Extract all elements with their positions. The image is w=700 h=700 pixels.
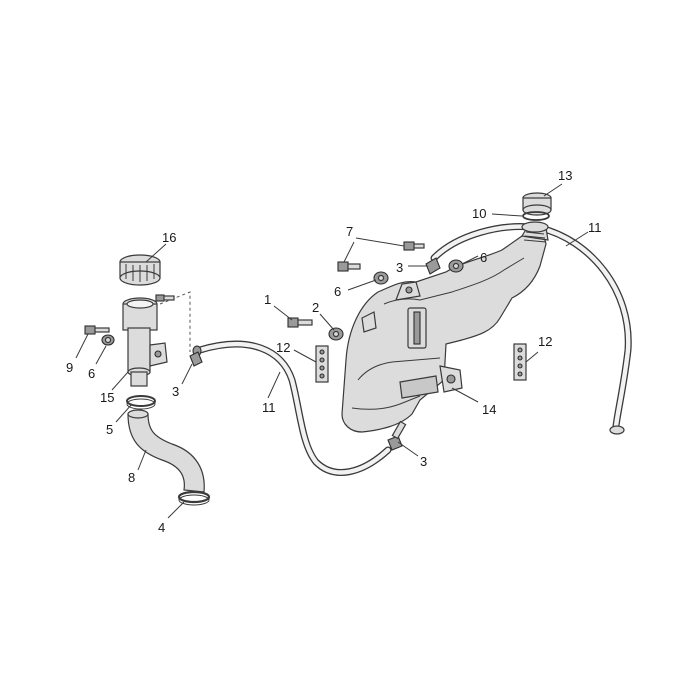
callout-labels: 16 9 6 15 5 8 4 3 11 1 2 12 7 6 3 6 10 1… (66, 168, 602, 535)
filler-neck-15 (122, 297, 168, 387)
callout-8: 8 (128, 470, 135, 485)
callout-7: 7 (346, 224, 353, 239)
grommet-6-right (448, 259, 464, 273)
callout-5: 5 (106, 422, 113, 437)
clamp-5 (126, 395, 156, 410)
clip-3-upper (425, 257, 441, 275)
callout-6-right: 6 (480, 250, 487, 265)
filler-cap-16 (119, 254, 161, 286)
grommet-2 (328, 327, 344, 341)
pad-12-right (513, 343, 527, 381)
hose-11-left (196, 340, 392, 476)
callout-11-right: 11 (588, 220, 602, 235)
callout-3-left: 3 (172, 384, 179, 399)
callout-16: 16 (162, 230, 176, 245)
hose-11-right (430, 223, 632, 430)
screw-left (155, 294, 175, 302)
callout-13: 13 (558, 168, 572, 183)
bolt-9 (84, 325, 110, 335)
callout-4: 4 (158, 520, 165, 535)
hose-end-clip-right (609, 425, 625, 435)
callout-11-left: 11 (262, 400, 276, 415)
callout-14: 14 (482, 402, 496, 417)
callout-6-mid: 6 (334, 284, 341, 299)
hose-8 (127, 409, 205, 493)
bolt-7b (337, 261, 361, 272)
bolt-7 (403, 241, 425, 251)
callout-12-right: 12 (538, 334, 552, 349)
callout-12-left: 12 (276, 340, 290, 355)
callout-1: 1 (264, 292, 271, 307)
reservoir-tank-14 (341, 221, 549, 433)
clip-3-left (189, 351, 203, 367)
callout-2: 2 (312, 300, 319, 315)
alignment-line (159, 291, 191, 352)
grommet-6-mid (373, 271, 389, 285)
callout-10: 10 (472, 206, 486, 221)
bolt-1 (287, 317, 313, 328)
grommet-6-left (101, 334, 115, 346)
seal-ring-10 (522, 211, 550, 221)
callout-3-lower: 3 (420, 454, 427, 469)
clamp-4 (177, 490, 211, 506)
leader-lines (75, 183, 589, 519)
pad-12-left (315, 345, 329, 383)
callout-15: 15 (100, 390, 114, 405)
callout-3-upper: 3 (396, 260, 403, 275)
callout-6-left: 6 (88, 366, 95, 381)
callout-9: 9 (66, 360, 73, 375)
clip-3-lower (387, 420, 407, 451)
